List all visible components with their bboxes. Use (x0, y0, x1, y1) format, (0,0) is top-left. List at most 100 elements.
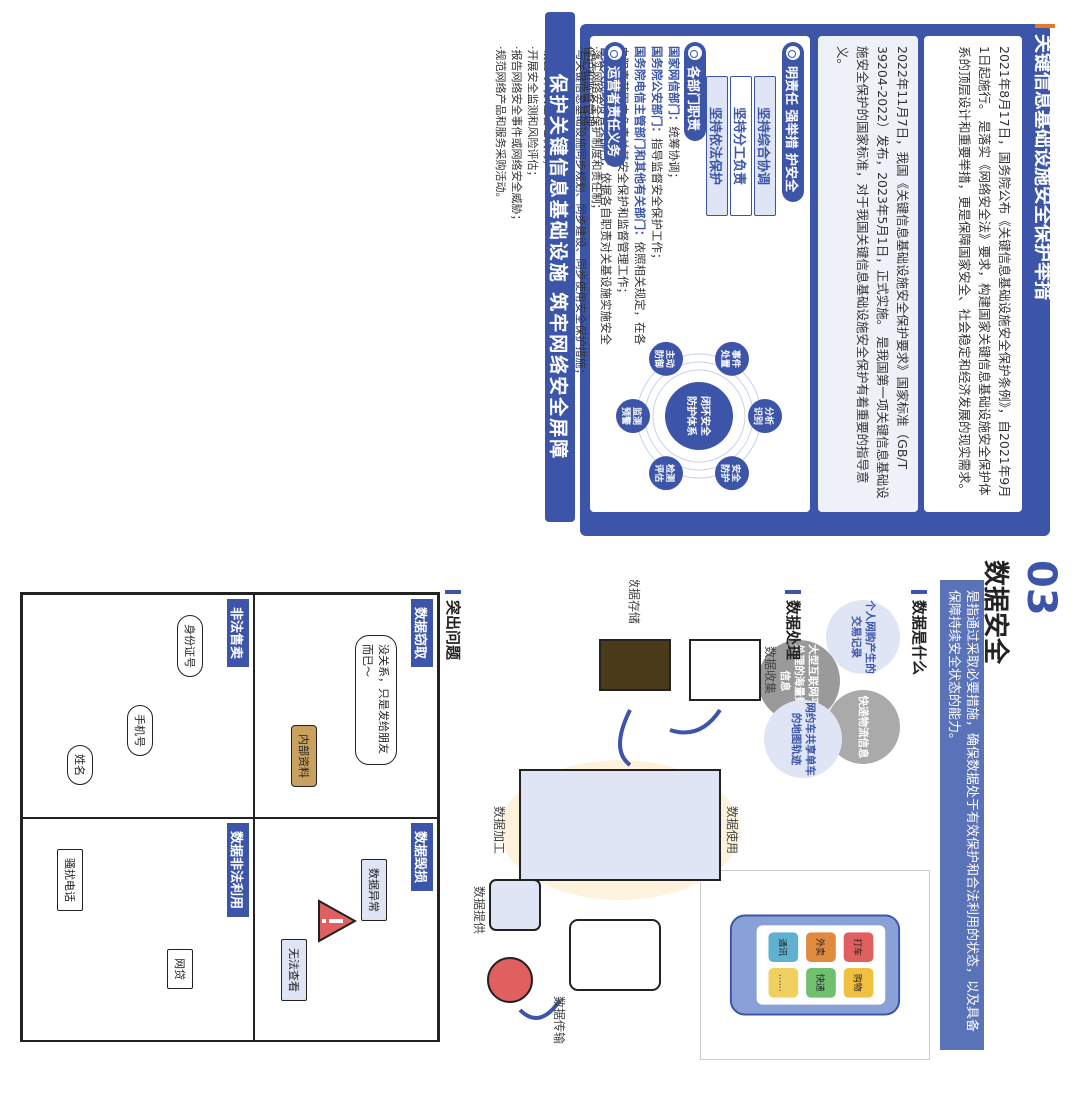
loop-node-label: 安全 (730, 464, 742, 483)
heading-text: 数据处理 (784, 600, 802, 661)
panel-title: 非法售卖 (227, 599, 249, 668)
loop-node-label: 监测 (631, 407, 643, 425)
app-key-label: 快递 (814, 974, 826, 992)
app-key-label: 打车 (852, 938, 864, 956)
screen-tag: 无法查看 (281, 939, 307, 1001)
heading-mark (911, 590, 928, 594)
center-label-line2: 防护体系 (685, 396, 698, 436)
loop-node-label: 评估 (653, 464, 665, 482)
factory-building (519, 769, 721, 881)
app-key-label: …… (776, 974, 786, 992)
principle-pill: 坚持依法保护 (706, 76, 728, 216)
responsibility-label: 明责任 强举措 护安全 (782, 42, 804, 203)
document-tag: 骚扰电话 (57, 849, 83, 911)
cii-title: 关键信息基础设施安全保护举措 (1032, 34, 1055, 301)
title-accent-mark (1035, 24, 1055, 28)
processing-tank (569, 919, 661, 991)
department-item: 国务院公安部门：指导监督安全保护工作； (648, 46, 665, 346)
department-desc: 统筹协调； (667, 126, 681, 185)
panel-title: 数据毁损 (411, 823, 433, 892)
transfer-valve-icon (487, 957, 533, 1003)
badge-icon (786, 46, 800, 60)
heading-text: 突出问题 (444, 600, 462, 661)
app-key (768, 967, 799, 998)
collection-tower (689, 639, 761, 701)
screen-tag: 数据异常 (361, 859, 387, 921)
responsibility-label-text: 明责任 强举措 护安全 (783, 66, 799, 193)
loop-node (715, 341, 749, 376)
department-name: 国家网信部门： (667, 46, 681, 127)
processing-step-label: 数据提供 (472, 886, 487, 934)
speech-bubble: 没关系，只是发给朋友而已～ (355, 635, 397, 765)
storage-tank (599, 639, 671, 691)
department-name: 国务院公安部门： (650, 46, 664, 138)
app-key (843, 967, 874, 998)
app-key-label: 购物 (852, 974, 864, 992)
app-key (806, 932, 836, 963)
loop-node (649, 341, 683, 376)
loop-node (616, 399, 650, 433)
panel-title: 数据非法利用 (227, 823, 249, 918)
warning-icon (318, 899, 357, 943)
processing-step-label: 数据收集 (763, 646, 778, 694)
phone-illustration: 打车购物外卖快递通讯…… (700, 870, 930, 1060)
info-tag: 身份证号 (177, 615, 203, 677)
info-tag: 姓名 (67, 745, 93, 785)
section-number: 03 (1018, 560, 1064, 616)
loop-node-label: 防护 (719, 464, 731, 482)
comic-panel-damage: 数据毁损 数据异常 无法查看 (254, 818, 438, 1042)
loop-node-label: 主动 (664, 350, 676, 368)
loop-node-label: 处置 (719, 349, 731, 368)
what-is-data-heading: 数据是什么 (909, 590, 930, 675)
loop-node-label: 分析 (763, 407, 775, 425)
slogan-banner: 保护关键信息基础设施 筑牢网络安全屏障 (545, 12, 575, 522)
heading-mark (445, 590, 462, 594)
flow-arrow (618, 709, 632, 767)
loop-node-label: 事件 (730, 350, 742, 368)
departments-label: 各部门职责 (684, 42, 706, 142)
provision-device (489, 879, 541, 931)
loop-node-label: 预警 (620, 407, 632, 425)
department-desc: 指导监督安全保护工作； (650, 138, 664, 265)
operator-duty-item: ·落实网络安全保护制度和责任制； (590, 46, 603, 215)
center-label-line1: 闭环安全 (699, 396, 712, 437)
loop-node-label: 检测 (664, 464, 676, 482)
comic-panel-sale: 非法售卖 身份证号 手机号 姓名 (22, 594, 254, 818)
processing-step-label: 数据传输 (552, 996, 567, 1044)
app-key (806, 967, 836, 998)
flow-arrow (669, 708, 722, 735)
comic-panel-theft: 数据窃取 没关系，只是发给朋友而已～ 内部资料 (254, 594, 438, 818)
department-name: 国务院电信主管部门和其他有关部门： (633, 46, 647, 242)
processing-heading: 数据处理 (783, 590, 804, 660)
processing-step-label: 数据加工 (492, 806, 507, 854)
section-title: 数据安全 (980, 560, 1010, 665)
app-key (843, 932, 874, 963)
loop-node (649, 456, 683, 491)
panel-title: 数据窃取 (411, 599, 433, 668)
department-item: 国家网信部门：统筹协调； (665, 46, 682, 346)
app-key (768, 932, 799, 963)
operator-duty-item: ·规范网络产品和服务采购活动。 (494, 46, 507, 204)
regulation-card: 2021年8月17日，国务院公布《关键信息基础设施安全保护条例》，自2021年9… (924, 36, 1022, 512)
operators-label: 运营者责任义务 (604, 42, 626, 168)
orbit-ring (652, 369, 746, 463)
standard-card: 2022年11月7日，我国《关键信息基础设施安全保护要求》国家标准（GB/T 3… (818, 36, 918, 512)
processing-step-label: 数据使用 (725, 806, 740, 854)
operators-label-text: 运营者责任义务 (605, 66, 621, 158)
closed-loop-diagram: 闭环安全 防护体系 分析识别安全防护检测评估监测预警主动防御事件处置 (616, 341, 782, 491)
heading-text: 数据是什么 (910, 600, 928, 676)
cii-title-bar: 关键信息基础设施安全保护举措 (1032, 24, 1058, 519)
flow-arrow (518, 998, 562, 1020)
folder-label: 内部资料 (291, 725, 317, 787)
center-circle (665, 382, 733, 450)
data-security-header: 03 数据安全 (980, 560, 1070, 1080)
issues-heading: 突出问题 (443, 590, 464, 660)
info-tag: 手机号 (127, 705, 153, 756)
departments-label-text: 各部门职责 (685, 66, 701, 132)
badge-icon (608, 46, 622, 60)
operator-duty-item: ·报告网络安全事件或网络安全威胁； (510, 46, 523, 226)
loop-node-label: 防御 (653, 350, 665, 368)
badge-icon (688, 46, 702, 60)
comic-panel-misuse: 数据非法利用 网贷 骚扰电话 (22, 818, 254, 1042)
